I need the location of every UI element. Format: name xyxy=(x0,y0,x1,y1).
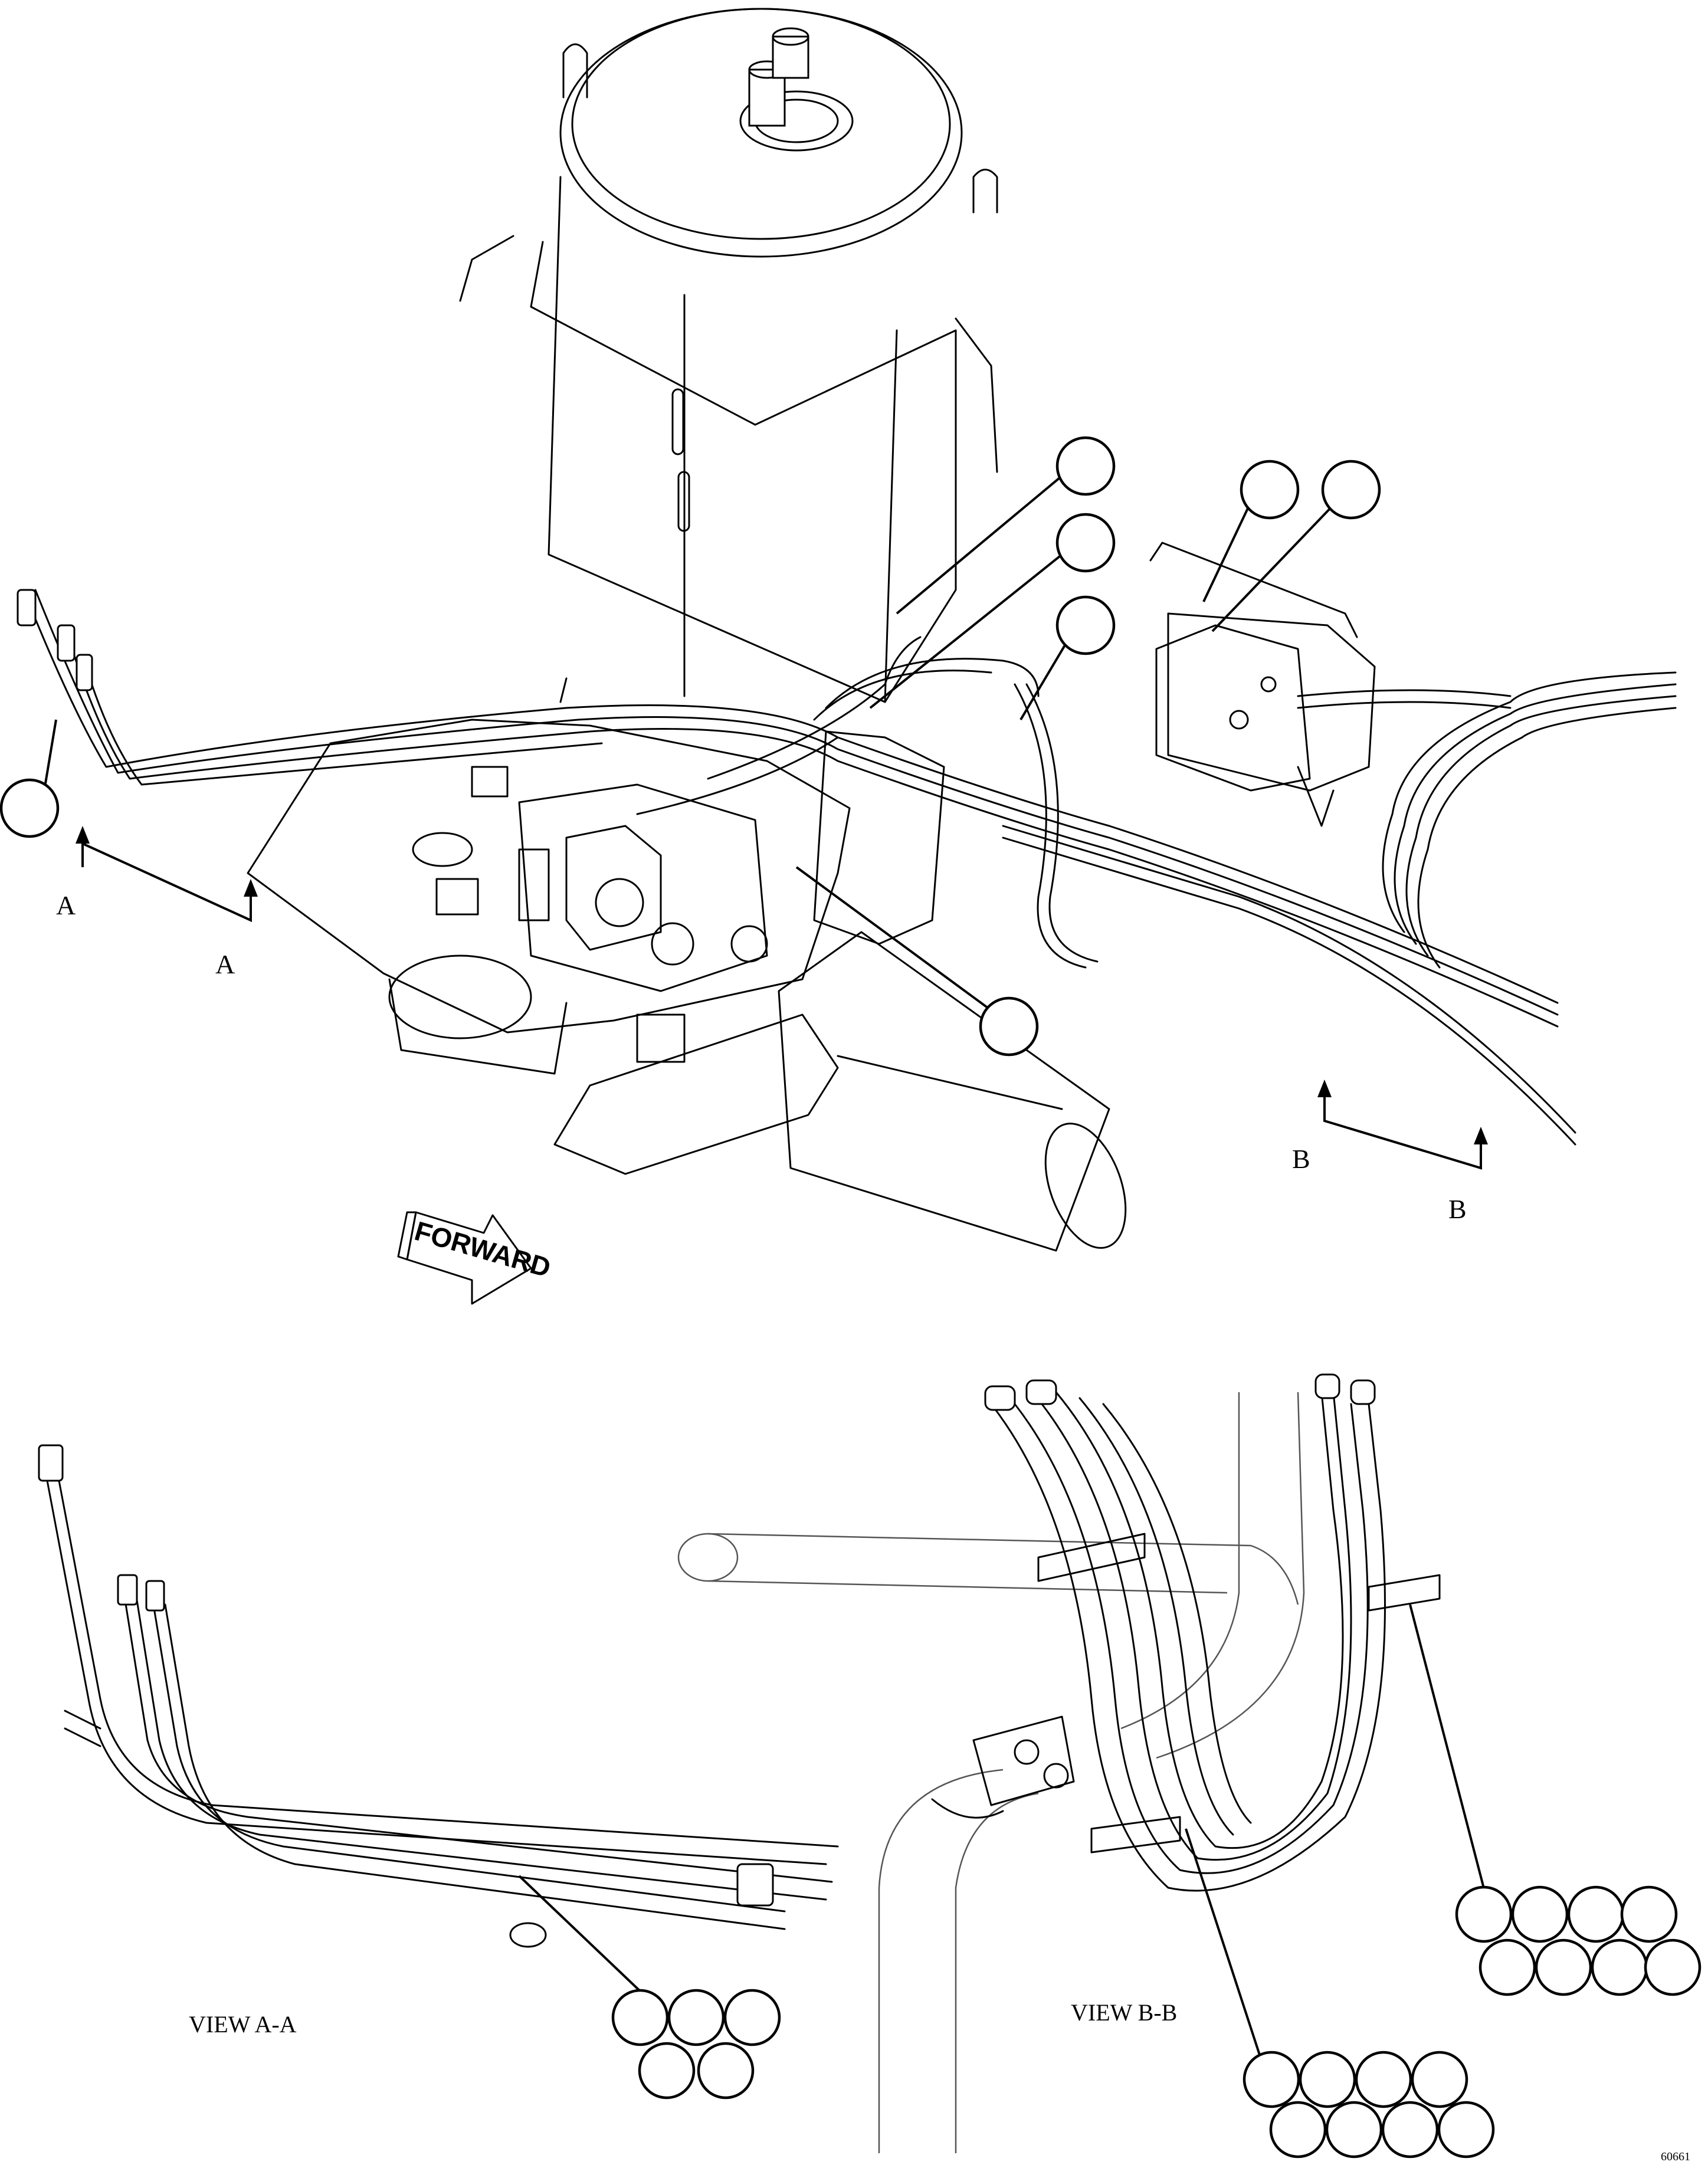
callout-balloon xyxy=(638,2042,696,2100)
suction-tube xyxy=(778,931,1127,1252)
control-valve-body xyxy=(518,783,768,992)
callout-balloon xyxy=(1269,2101,1327,2159)
callout-balloon xyxy=(1240,460,1300,520)
callout-balloon xyxy=(1478,1938,1536,1996)
callout-balloon xyxy=(1535,1938,1592,1996)
callout-leaders-main xyxy=(43,465,1349,1016)
right-mounting-plate xyxy=(813,730,945,945)
view-aa-drawing xyxy=(38,1444,839,1948)
callout-balloon xyxy=(979,996,1039,1057)
view-bb-label: VIEW B-B xyxy=(1071,1999,1177,2026)
callout-balloon xyxy=(1455,1885,1513,1943)
view-bb-drawing xyxy=(677,1373,1441,2153)
forward-arrow-label: FORWARD xyxy=(411,1215,554,1283)
callout-balloon xyxy=(697,2042,755,2100)
callout-balloon xyxy=(1243,2051,1300,2108)
lower-mounting-plate xyxy=(553,1013,839,1175)
callout-balloon xyxy=(1055,595,1116,655)
callout-balloon xyxy=(611,1989,669,2046)
callout-balloon xyxy=(1381,2101,1439,2159)
section-a-head-label: A xyxy=(215,949,235,979)
forward-arrow xyxy=(397,1211,532,1305)
section-a-tail-label: A xyxy=(56,890,76,920)
callout-balloon xyxy=(1411,2051,1468,2108)
callout-balloon xyxy=(723,1989,781,2046)
callout-balloon xyxy=(667,1989,725,2046)
view-aa-label: VIEW A-A xyxy=(189,2011,297,2038)
section-line-b xyxy=(1317,1080,1488,1170)
callout-balloon xyxy=(1055,513,1116,573)
figure-number: 60661 xyxy=(1661,2150,1690,2163)
section-line-a xyxy=(76,826,258,923)
callout-balloon xyxy=(1437,2101,1495,2159)
callout-balloon xyxy=(1055,436,1116,496)
motor-housing xyxy=(388,954,568,1075)
hose-bundle-main xyxy=(17,589,1677,1146)
callout-balloon xyxy=(0,778,60,838)
section-b-head-label: B xyxy=(1448,1194,1467,1224)
callout-balloon xyxy=(1620,1885,1678,1943)
callout-balloon xyxy=(1299,2051,1356,2108)
hydraulic-tank-assembly xyxy=(459,8,998,703)
remote-valve-block xyxy=(1149,542,1376,827)
callout-balloon xyxy=(1591,1938,1648,1996)
callout-balloon xyxy=(1325,2101,1383,2159)
valve-mounting-plate xyxy=(247,719,851,1034)
callout-balloon xyxy=(1567,1885,1625,1943)
section-b-tail-label: B xyxy=(1292,1144,1310,1174)
callout-balloon xyxy=(1644,1938,1702,1996)
view-bb-callouts xyxy=(1185,1604,1702,2159)
callout-balloon xyxy=(1355,2051,1412,2108)
callout-balloons-main xyxy=(0,436,1381,1057)
view-aa-callouts xyxy=(518,1875,781,2100)
callout-balloon xyxy=(1321,460,1381,520)
callout-balloon xyxy=(1511,1885,1569,1943)
